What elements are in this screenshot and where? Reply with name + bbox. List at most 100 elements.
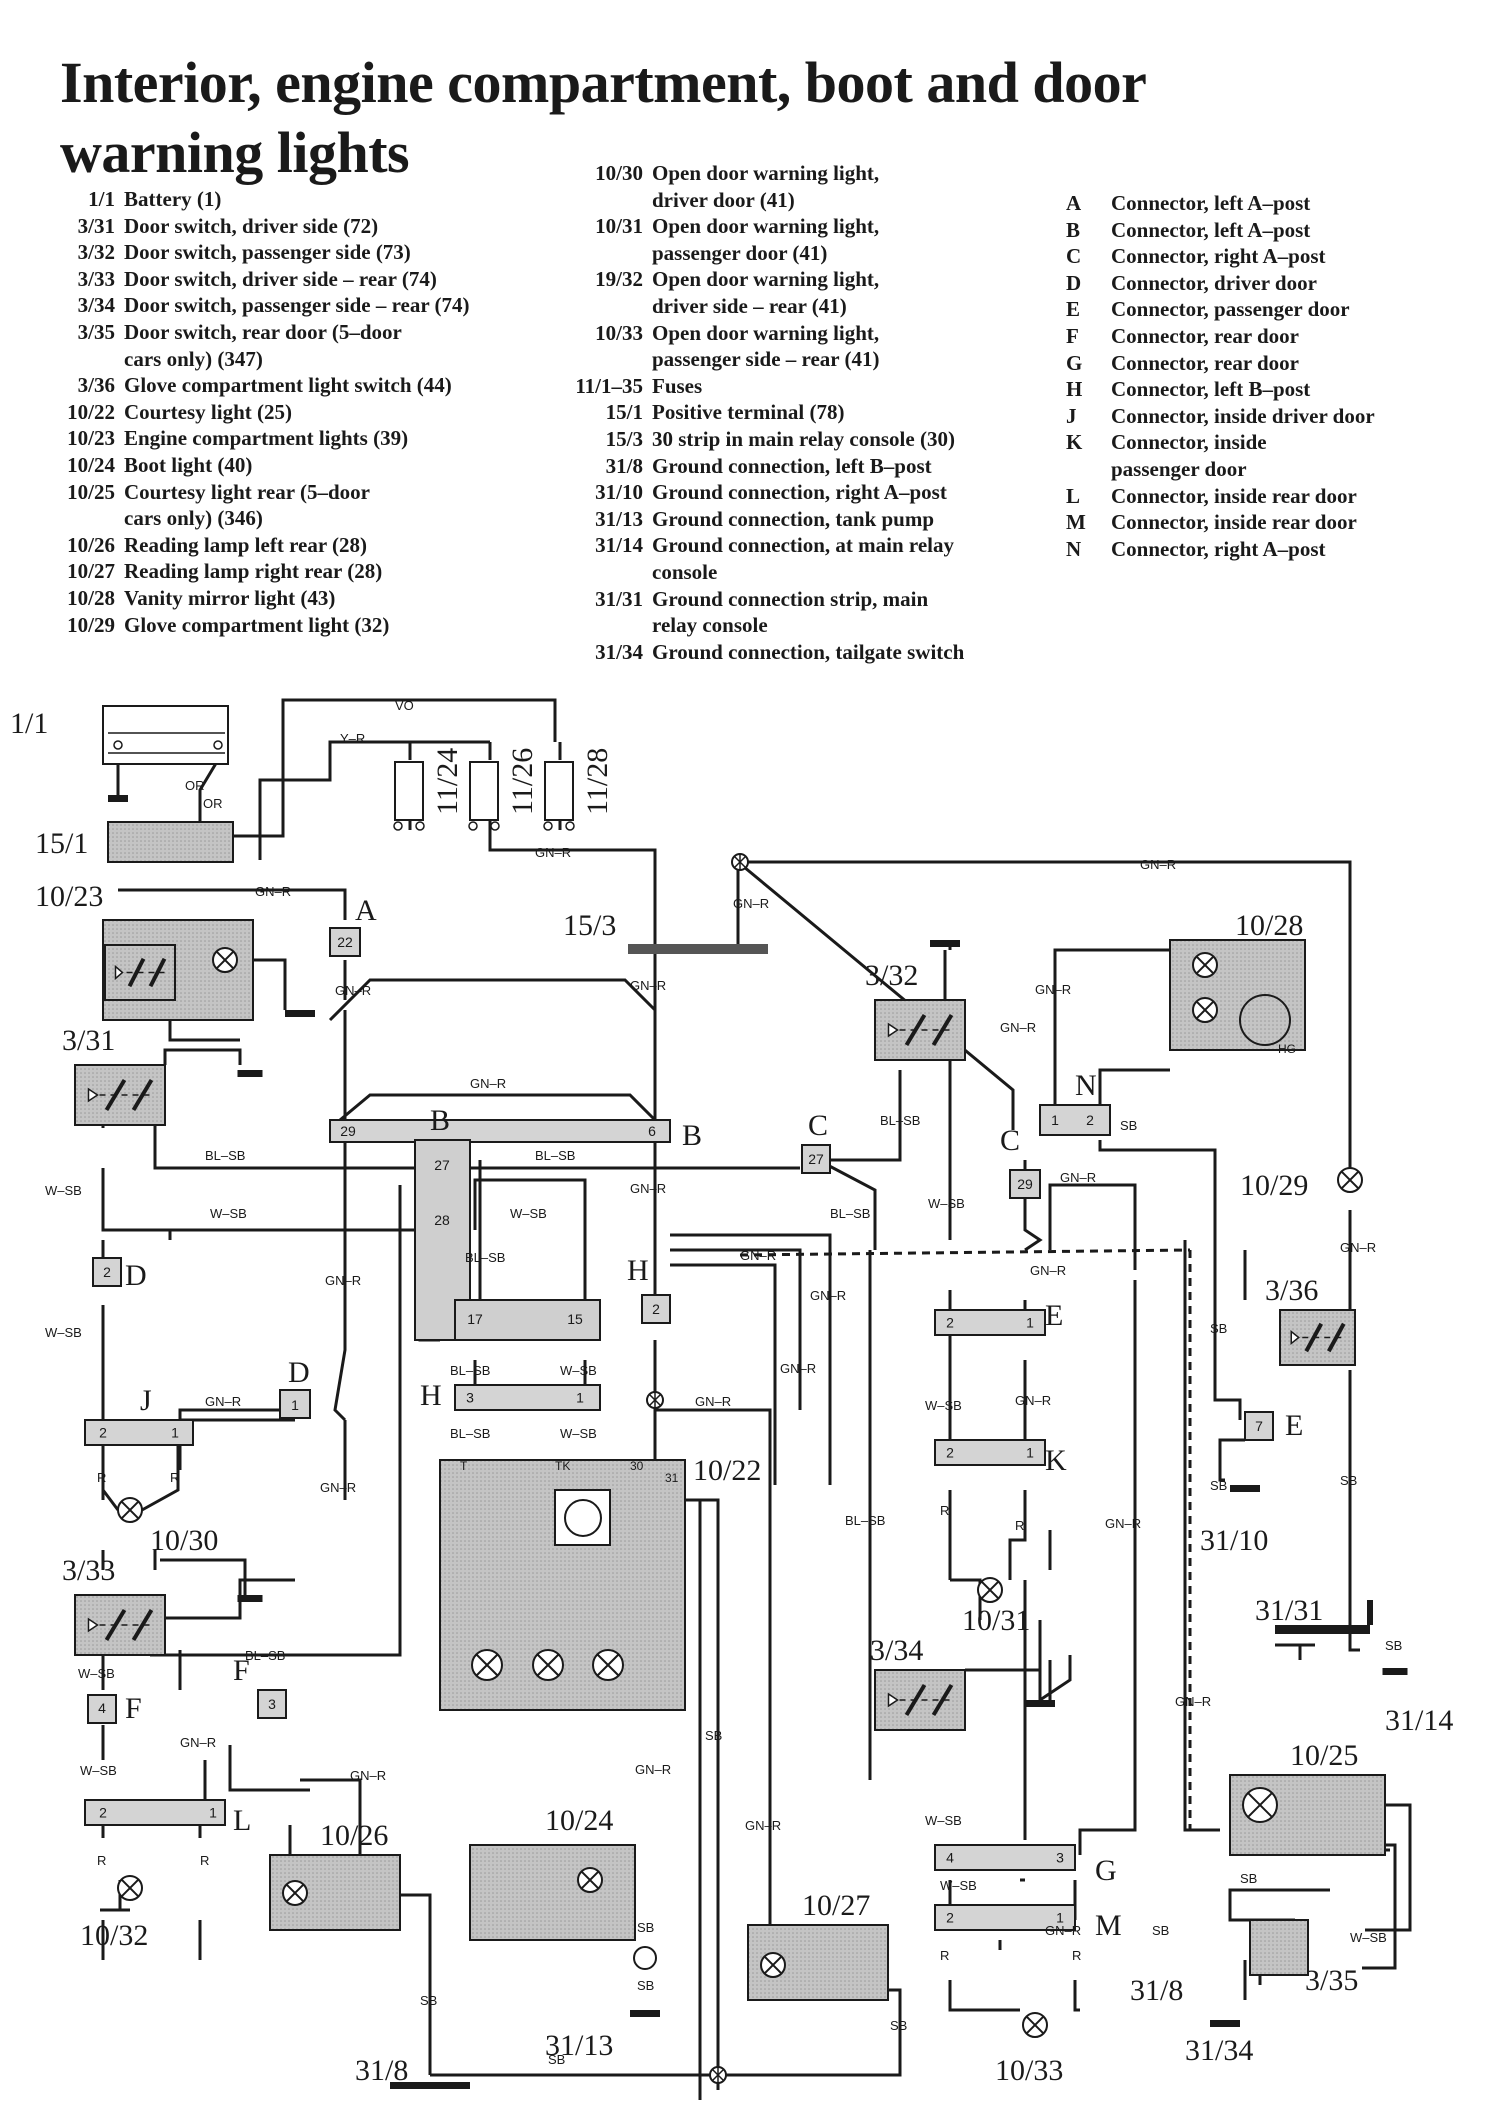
connector-E-right	[1244, 1411, 1274, 1441]
connector-letter: F	[125, 1692, 142, 1725]
wire-label: GN–R	[780, 1361, 816, 1376]
legend-code: 31/10	[595, 480, 643, 505]
wire-label: BL–SB	[465, 1250, 505, 1265]
component-label: 31/34	[1185, 2034, 1253, 2067]
wire	[950, 1578, 982, 1620]
connector-block	[84, 1799, 226, 1826]
wire-label: R	[940, 1503, 949, 1518]
page-title: Interior, engine compartment, boot and d…	[60, 50, 1146, 185]
bus-bar-15-3	[628, 944, 768, 954]
wire	[655, 1408, 772, 1988]
wire-label: GN–R	[1015, 1393, 1051, 1408]
legend-code: 3/35	[77, 319, 115, 344]
lamp-cross	[215, 950, 235, 970]
legend-row: passenger door	[1066, 456, 1375, 483]
component-label: 10/22	[693, 1454, 761, 1487]
sensor-label: HG	[1278, 1042, 1296, 1056]
fuse-icon	[469, 761, 499, 821]
lamp-cross	[1340, 1170, 1360, 1190]
legend-code: 3/31	[77, 213, 115, 238]
connector-H	[641, 1294, 671, 1324]
wire-label: SB	[420, 1993, 437, 2008]
battery-terminal-icon	[213, 740, 223, 750]
wire-label: GN–R	[180, 1735, 216, 1750]
connector-letter: C	[1000, 1124, 1020, 1157]
fuse-terminal-icon	[490, 821, 500, 831]
legend-row: driver door (41)	[560, 187, 964, 214]
legend-description: Glove compartment light switch (44)	[124, 373, 452, 398]
wire-label: R	[1015, 1518, 1024, 1533]
pin-number: 2	[1086, 1112, 1094, 1128]
connector-block	[329, 1119, 671, 1143]
legend-code: A	[1066, 191, 1082, 215]
wire-label: VO	[395, 698, 414, 713]
lamp-cross	[763, 1955, 783, 1975]
legend-code: C	[1066, 244, 1082, 269]
legend-code: 31/31	[595, 586, 643, 611]
pin-number: 1	[291, 1397, 299, 1413]
connector-letter: K	[1045, 1444, 1067, 1477]
wire-label: BL–SB	[205, 1148, 245, 1163]
legend-code: 10/24	[67, 452, 115, 477]
connector-block	[934, 1309, 1046, 1336]
connector-B-foot	[454, 1299, 601, 1341]
wire-label: W–SB	[925, 1398, 962, 1413]
legend-description: driver door (41)	[652, 187, 795, 212]
transistor-circle	[564, 1499, 602, 1537]
ground-point-icon	[633, 1946, 657, 1970]
connector-block	[1039, 1104, 1111, 1136]
lamp-cross	[285, 1883, 305, 1903]
pin-number: 22	[337, 934, 353, 950]
wire-label: BL–SB	[830, 1206, 870, 1221]
pin-number: 1	[1026, 1445, 1034, 1461]
wire-label: W–SB	[1350, 1930, 1387, 1945]
lamp-cross	[596, 1653, 620, 1677]
wire-label: GN–R	[1175, 1694, 1211, 1709]
legend-code: E	[1066, 297, 1081, 322]
legend-description: Door switch, driver side (72)	[124, 213, 379, 238]
wire	[1053, 948, 1170, 1025]
pin-number: 30	[630, 1459, 644, 1473]
switch-body	[74, 1064, 166, 1126]
wire-label: SB	[1340, 1473, 1357, 1488]
legend-description: Connector, rear door	[1111, 350, 1300, 375]
legend-description: Positive terminal (78)	[652, 400, 845, 425]
connector-block	[934, 1904, 1076, 1931]
pin-number: 27	[808, 1151, 824, 1167]
legend-description: Connector, right A–post	[1111, 244, 1326, 269]
legend-code: 3/32	[77, 240, 115, 265]
wire-label: SB	[1120, 1118, 1137, 1133]
connector-letter: F	[233, 1654, 250, 1687]
legend-description: Ground connection strip, main	[652, 586, 929, 611]
wire	[150, 1185, 402, 1657]
wire-label: W–SB	[928, 1196, 965, 1211]
legend-description: Connector, left B–post	[1111, 377, 1311, 402]
legend-description: Battery (1)	[124, 187, 222, 211]
legend-row: passenger door (41)	[560, 240, 964, 267]
legend-code: 3/34	[77, 293, 115, 318]
pin-number: 2	[99, 1425, 107, 1441]
connector-letter: E	[1285, 1409, 1303, 1442]
wire-label: SB	[705, 1728, 722, 1743]
boot-light-box	[469, 1844, 636, 1941]
wire-label: W–SB	[78, 1666, 115, 1681]
legend-description: Connector, inside rear door	[1111, 483, 1357, 508]
wire-label: SB	[548, 2052, 565, 2067]
wire-label: R	[170, 1470, 179, 1485]
wire	[300, 1778, 362, 1880]
fuse-terminal-icon	[393, 821, 403, 831]
ground-bar-icon	[1382, 1668, 1408, 1675]
lamp-cross	[580, 1870, 600, 1890]
legend-description: cars only) (347)	[124, 346, 263, 371]
legend-code: B	[1066, 217, 1081, 242]
wire-label: BL–SB	[880, 1113, 920, 1128]
pin-number: 4	[946, 1850, 954, 1866]
